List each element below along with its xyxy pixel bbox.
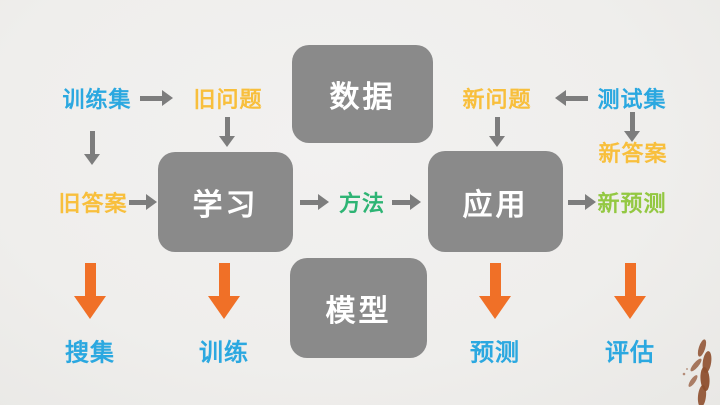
- arrow-left-testset-to-newquestions-icon: [555, 90, 588, 106]
- label-new-questions: 新问题: [462, 87, 532, 112]
- label-old-answers: 旧答案: [58, 191, 128, 216]
- label-evaluate: 评估: [605, 339, 655, 367]
- arrow-down-newquestions-to-apply-icon: [489, 117, 505, 147]
- label-method: 方法: [338, 191, 386, 216]
- arrow-down-evaluate-icon: [614, 263, 646, 319]
- arrow-right-method-to-apply-icon: [392, 194, 421, 210]
- box-apply: 应用: [428, 151, 563, 252]
- arrow-down-oldquestions-to-learn-icon: [219, 117, 235, 147]
- arrow-down-trainset-to-oldanswers-icon: [84, 131, 100, 165]
- label-collect: 搜集: [65, 339, 115, 367]
- arrow-right-apply-to-newpredictions-icon: [568, 194, 596, 210]
- label-train-set: 训练集: [62, 87, 132, 112]
- label-train: 训练: [199, 339, 249, 367]
- box-data: 数据: [292, 45, 433, 143]
- arrow-down-train-icon: [208, 263, 240, 319]
- arrow-right-trainset-to-oldquestions-icon: [140, 90, 173, 106]
- label-predict: 预测: [470, 339, 520, 367]
- box-model: 模型: [290, 258, 427, 358]
- label-new-answers: 新答案: [598, 141, 668, 166]
- arrow-down-predict-icon: [479, 263, 511, 319]
- brand-brushstroke-icon: [682, 339, 712, 405]
- arrow-down-collect-icon: [74, 263, 106, 319]
- arrow-right-learn-to-method-icon: [300, 194, 329, 210]
- arrow-right-oldanswers-to-learn-icon: [129, 194, 157, 210]
- label-old-questions: 旧问题: [193, 87, 263, 112]
- box-learn: 学习: [158, 152, 293, 252]
- label-new-predictions: 新预测: [597, 191, 667, 216]
- arrow-down-testset-to-newanswers-icon: [624, 112, 640, 142]
- label-test-set: 测试集: [597, 87, 667, 112]
